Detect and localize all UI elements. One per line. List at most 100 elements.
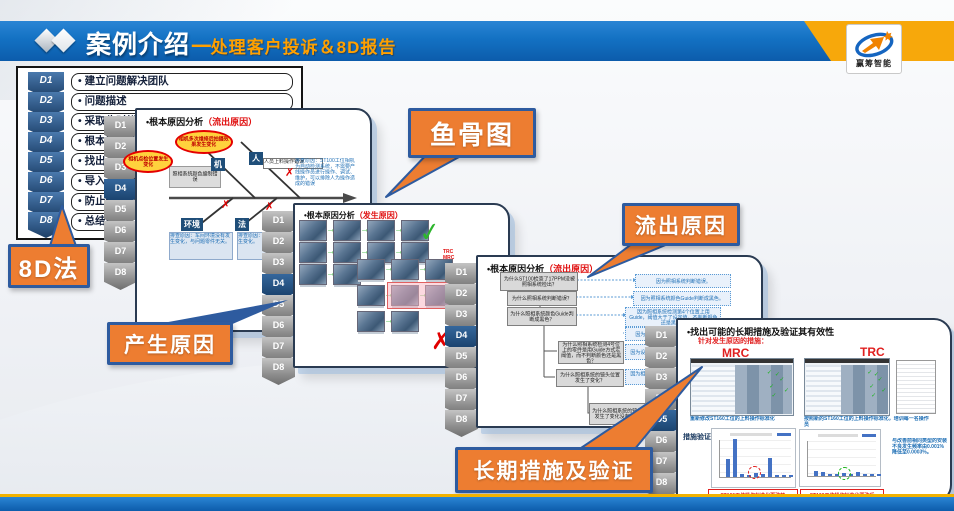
callout-outflow: 流出原因 — [622, 203, 740, 246]
checklist-page — [896, 360, 936, 414]
callout-longterm: 长期措施及验证 — [455, 447, 653, 493]
trc-caption: 按照新的ST160工位的上料操作标准化，培训每一名操作员 — [804, 416, 929, 428]
check-icon: ✓ — [881, 387, 887, 394]
x-icon: ✗ — [285, 167, 295, 179]
highlight-circle-green — [838, 467, 851, 480]
green-arrow-icon: → — [326, 224, 336, 235]
bar — [789, 474, 793, 477]
photo-thumbnail — [391, 311, 419, 332]
green-arrow-icon: → — [360, 224, 370, 235]
why-question-5: 为什么照相系统的镜头位置发生了变化？ — [556, 369, 624, 387]
bar — [870, 474, 874, 476]
company-logo: 赢筹智能 — [846, 24, 902, 74]
check-icon: ✓ — [877, 376, 883, 383]
bar — [726, 459, 730, 477]
step-chevron-D8: D8 — [28, 212, 64, 238]
mrc-screenshot: ✓✓✓✓✓✓ — [690, 358, 794, 416]
bar — [849, 474, 853, 476]
photo-thumbnail — [357, 259, 385, 280]
photo-thumbnail — [333, 220, 361, 241]
check-icon: ✓ — [766, 369, 772, 376]
label-mrc: MRC — [722, 346, 750, 360]
step-label-D1: • 建立问题解决团队 — [71, 73, 293, 91]
green-arrow-icon: → — [384, 315, 394, 326]
bar — [775, 474, 779, 477]
bar — [782, 475, 786, 477]
green-arrow-icon: → — [326, 268, 336, 279]
why-question-3: 为什么照相系统颜色Guide判断成黑色？ — [507, 307, 577, 326]
branch-person-tag: 人 — [249, 152, 263, 165]
green-arrow-icon: → — [384, 263, 394, 274]
photo-thumbnail — [299, 264, 327, 285]
why-question-1: 为什么ST100检查了17PPM没被照相系统检出？ — [500, 272, 578, 291]
mrc-caption: 重新修改ST160工位的上料操作标准化 — [690, 416, 775, 422]
doc-title-text: •根本原因分析 — [146, 117, 204, 127]
environment-note-box: 排查原因：车间环境没有发生变化，与问题零件无关。 — [169, 232, 233, 260]
person-investigation-note: 排查原因：ST100工位相机为自动检测系统，不需要产线操作员进行操作、调试、维护… — [295, 158, 355, 187]
logo-text: 赢筹智能 — [856, 59, 892, 68]
trc-screenshot: ✓✓✓✓✓✓ — [804, 358, 890, 416]
header-bar — [0, 21, 954, 61]
bar — [877, 474, 881, 476]
check-icon: ✓ — [779, 376, 785, 383]
bar — [828, 474, 832, 476]
check-icon: ✓ — [871, 393, 877, 400]
legend-swatch — [777, 433, 791, 436]
green-arrow-icon: → — [360, 246, 370, 257]
callout-fishbone: 鱼骨图 — [408, 108, 536, 158]
doc-title: •根本原因分析（流出原因） — [487, 264, 599, 274]
chart-before — [711, 428, 796, 488]
green-arrow-icon: → — [394, 246, 404, 257]
highlight-circle-red — [748, 466, 761, 479]
footer-yellow-line — [0, 494, 954, 497]
check-icon: ✓ — [774, 371, 780, 378]
bar-plot — [719, 439, 793, 478]
doc-longterm-sheet: •找出可能的长期措施及验证其有效性 针对发生原因的措施： MRC TRC ✓✓✓… — [676, 318, 952, 503]
doc-title: •根本原因分析（流出原因） — [146, 115, 257, 128]
check-icon: ✓ — [873, 371, 879, 378]
photo-thumbnail — [367, 220, 395, 241]
check-icon: ✓ — [771, 393, 777, 400]
green-arrow-icon: → — [326, 246, 336, 257]
doc-fishbone-sheet: •根本原因分析（流出原因） 相机多次维修后拍摄效果发生变化 相机点检位置发生变化… — [123, 108, 372, 332]
bar — [814, 471, 818, 476]
page-title: 案例介绍 ---- 处理客户投诉＆8D报告 — [86, 25, 396, 61]
doc-title: •找出可能的长期措施及验证其有效性 — [687, 327, 835, 337]
bar — [740, 473, 744, 477]
why-answer-1: 因为照相系统判断错误。 — [635, 274, 731, 288]
title-dashes: ---- — [191, 33, 212, 56]
title-subtitle: 处理客户投诉＆8D报告 — [210, 38, 397, 57]
title-main: 案例介绍 — [86, 31, 191, 59]
doc-title: •根本原因分析（发生原因） — [304, 211, 403, 220]
x-icon: ✗ — [221, 199, 231, 211]
result-note: 与改善前相同类型的安装不良发生频率由0.001%降低至0.0003%。 — [892, 438, 947, 455]
ellipse-top-text: 相机多次维修后拍摄效果发生变化 — [179, 136, 230, 148]
person-note-box: 人员上料操作错误 — [263, 158, 323, 169]
bar — [768, 457, 772, 477]
fishbone-highlight-ellipse: 相机点检位置发生变化 — [123, 150, 173, 173]
legend-swatch — [862, 434, 876, 437]
step-label-D2: • 问题描述 — [71, 93, 293, 111]
branch-machine-tag: 机 — [211, 158, 225, 171]
photo-thumbnail — [357, 311, 385, 332]
green-arrow-icon: → — [394, 224, 404, 235]
check-icon: ✓ — [784, 387, 790, 394]
photo-thumbnail — [401, 220, 429, 241]
tab-D8: D8 — [104, 263, 137, 290]
branch-method-tag: 法 — [235, 218, 249, 231]
photo-thumbnail — [391, 259, 419, 280]
doc-subtitle: 针对发生原因的措施： — [698, 338, 768, 345]
doc-title-note: （流出原因） — [203, 117, 258, 127]
bar — [863, 473, 867, 476]
photo-thumbnail — [333, 242, 361, 263]
logo-swoosh-icon — [855, 31, 894, 58]
why-question-4: 为什么照相系统检测4号位上的零件是用Guide方式定阈值，而不判断颜色还是黑色？ — [558, 341, 624, 364]
bar — [856, 472, 860, 476]
